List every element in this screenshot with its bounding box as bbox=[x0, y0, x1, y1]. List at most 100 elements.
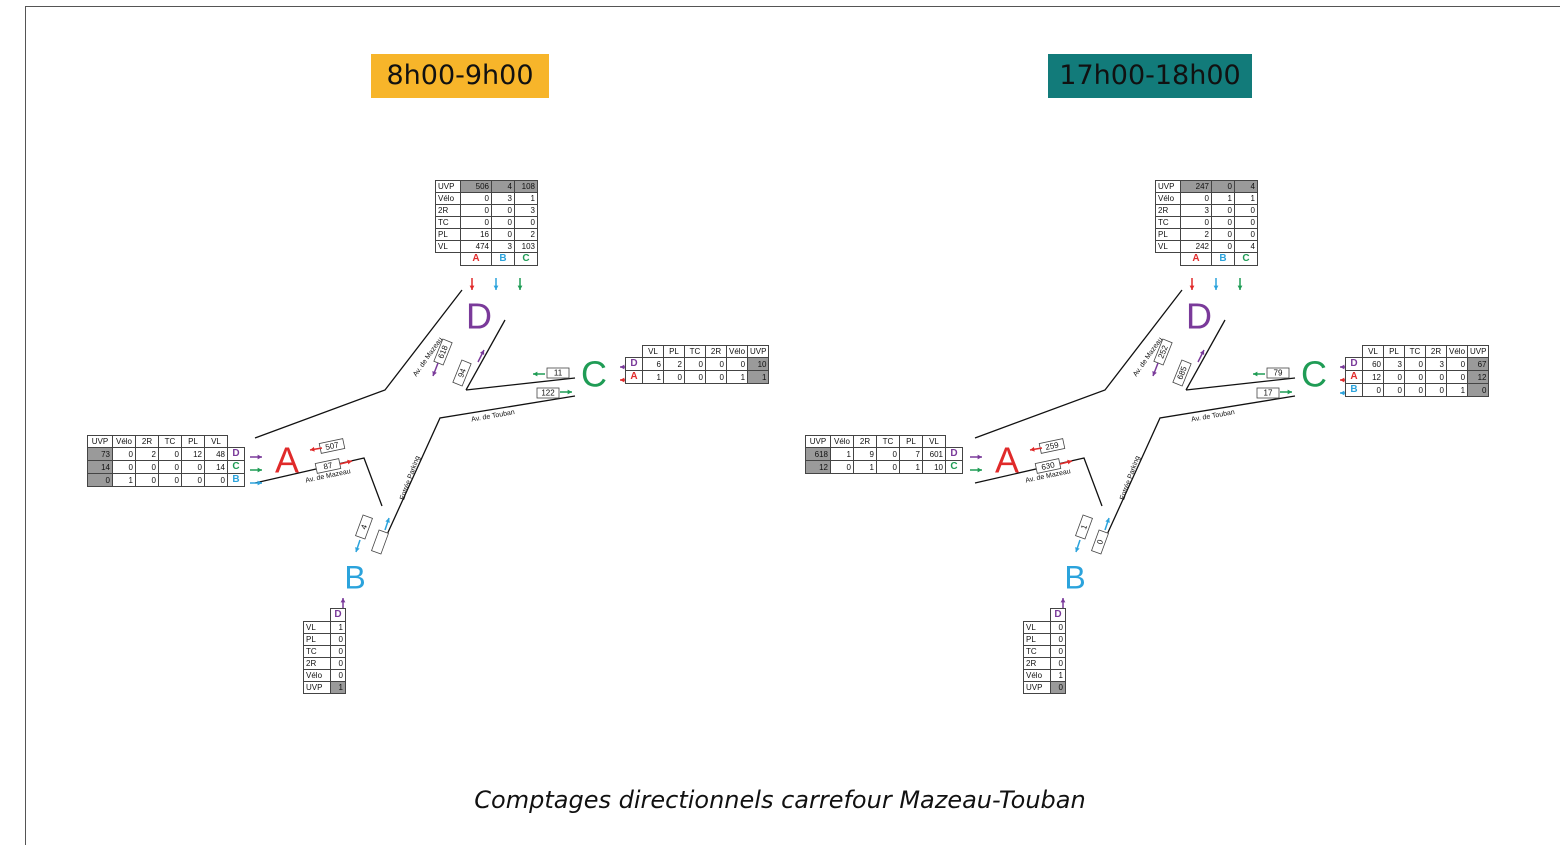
count-b-out-box bbox=[1091, 529, 1109, 555]
count-c-in-box bbox=[546, 367, 570, 379]
table-cell: 0 bbox=[1425, 383, 1447, 397]
turn-arrow-a-to-c bbox=[250, 467, 262, 473]
count-a-in: 507 bbox=[318, 438, 346, 454]
count-c-in: 11 bbox=[546, 367, 570, 379]
arrow-b-in bbox=[1075, 539, 1081, 553]
destination-label: A bbox=[625, 370, 643, 384]
table-cell: 1 bbox=[853, 460, 877, 474]
count-a-out-value: 630 bbox=[1041, 460, 1056, 472]
arrow-b-in-head bbox=[355, 547, 360, 552]
road-edge-touban-top bbox=[1185, 377, 1296, 391]
count-a-in: 259 bbox=[1038, 438, 1066, 454]
table-cell: 247 bbox=[1180, 180, 1212, 193]
table-cell: 618 bbox=[805, 447, 831, 461]
table-cell: 1 bbox=[330, 621, 346, 634]
table-cell: 0 bbox=[181, 460, 205, 474]
row-label: PL bbox=[1023, 633, 1051, 646]
road-edge-touban-top bbox=[465, 377, 576, 391]
arrow-b-in-head bbox=[1075, 547, 1080, 552]
row-label: Vélo bbox=[1023, 669, 1051, 682]
arrow-d-out-head bbox=[1199, 350, 1205, 355]
column-header: UVP bbox=[87, 435, 113, 448]
count-d-in: 252 bbox=[1153, 338, 1173, 366]
arrow-d-out bbox=[1197, 349, 1205, 363]
turn-arrow-c-to-d-head bbox=[620, 364, 625, 370]
arrow-b-in bbox=[355, 539, 361, 553]
figure-caption: Comptages directionnels carrefour Mazeau… bbox=[474, 786, 1086, 814]
turn-arrow-c-to-a-head bbox=[1340, 377, 1345, 383]
count-b-in-value: 1 bbox=[1079, 523, 1089, 531]
destination-header: B bbox=[1211, 252, 1235, 266]
count-a-in-value: 507 bbox=[325, 440, 340, 452]
table-cell: 0 bbox=[1211, 216, 1235, 229]
count-a-out: 630 bbox=[1034, 458, 1062, 474]
table-cell: 12 bbox=[1362, 370, 1384, 384]
table-cell: 103 bbox=[514, 240, 538, 253]
table-cell: 0 bbox=[1467, 383, 1490, 397]
table-cell: 10 bbox=[747, 357, 770, 371]
row-label: TC bbox=[1023, 645, 1051, 658]
count-b-out: 0 bbox=[1091, 529, 1109, 555]
column-header: TC bbox=[684, 345, 706, 358]
table-cell: 0 bbox=[460, 204, 492, 217]
arrow-a-out-head bbox=[1067, 459, 1072, 465]
column-header: Vélo bbox=[830, 435, 854, 448]
destination-header: C bbox=[514, 252, 538, 266]
column-header: Vélo bbox=[1445, 345, 1469, 358]
table-cell: 1 bbox=[1445, 383, 1469, 397]
table-cell: 0 bbox=[1050, 621, 1066, 634]
turn-arrow-d-to-a bbox=[1189, 278, 1195, 290]
table-cell: 0 bbox=[135, 473, 159, 487]
turn-arrow-a-to-b bbox=[250, 480, 262, 486]
column-header: PL bbox=[1383, 345, 1405, 358]
table-cell: 12 bbox=[805, 460, 831, 474]
turn-arrow-d-to-b bbox=[1213, 278, 1219, 290]
table-cell: 0 bbox=[135, 460, 159, 474]
count-d-in-box bbox=[433, 338, 453, 366]
count-b-in-box bbox=[355, 514, 373, 540]
arrow-b-out bbox=[384, 517, 390, 531]
arrow-d-in bbox=[1152, 362, 1159, 377]
destination-label: B bbox=[1345, 383, 1363, 397]
count-c-in-box bbox=[1266, 367, 1290, 379]
table-cell: 0 bbox=[87, 473, 113, 487]
arrow-a-in bbox=[309, 446, 323, 452]
destination-label: D bbox=[945, 447, 963, 461]
table-cell: 0 bbox=[1383, 383, 1405, 397]
table-cell: 12 bbox=[181, 447, 205, 461]
table-cell: 0 bbox=[460, 216, 492, 229]
turn-arrow-d-to-b bbox=[493, 278, 499, 290]
table-cell: 0 bbox=[1234, 216, 1258, 229]
count-c-out-box bbox=[1256, 387, 1280, 399]
arrow-d-in-head bbox=[432, 371, 437, 376]
row-label: Vélo bbox=[1155, 192, 1181, 205]
table-cell: 1 bbox=[1234, 192, 1258, 205]
arrow-c-in bbox=[533, 371, 545, 377]
table-cell: 0 bbox=[491, 204, 515, 217]
column-header: 2R bbox=[1425, 345, 1447, 358]
turn-arrow-b-to-d-head bbox=[1060, 598, 1066, 603]
table-cell: 6 bbox=[642, 357, 664, 371]
arrow-a-out bbox=[1059, 459, 1073, 465]
table-cell: 0 bbox=[330, 645, 346, 658]
turn-arrow-a-to-d bbox=[250, 454, 262, 460]
turn-arrow-d-to-c bbox=[1237, 278, 1243, 290]
turn-arrow-a-to-b-head bbox=[257, 480, 262, 486]
